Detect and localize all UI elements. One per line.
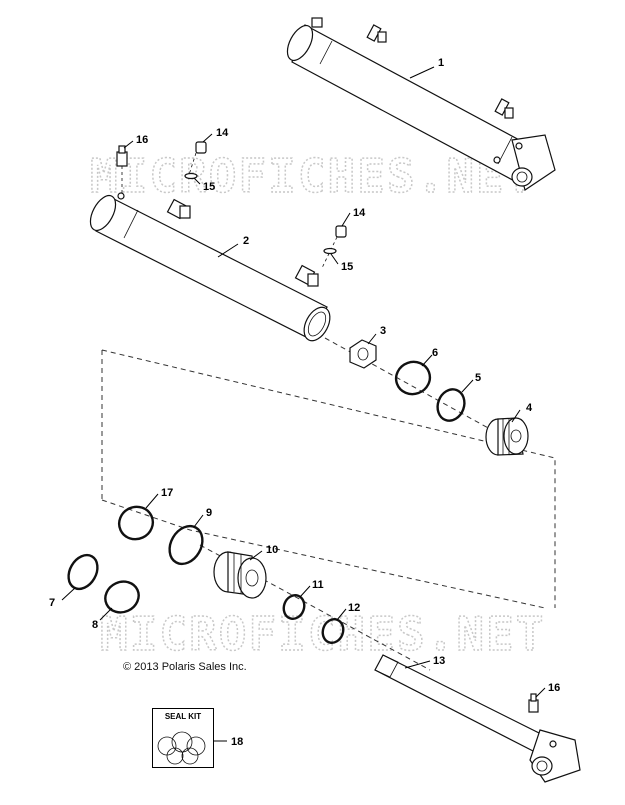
callout-11: 11 [312, 579, 324, 591]
callout-2: 2 [243, 235, 249, 247]
seal-kit-label: SEAL KIT [164, 712, 202, 721]
callout-15-mid: 15 [341, 261, 353, 273]
o-ring-15-mid [323, 247, 337, 255]
callout-8: 8 [92, 619, 98, 631]
callout-10: 10 [266, 544, 278, 556]
callout-7: 7 [49, 597, 55, 609]
callout-5: 5 [475, 372, 481, 384]
vent-plug-14-top [187, 141, 207, 179]
seal-ring-6 [394, 360, 432, 396]
backup-ring-17 [117, 505, 155, 541]
o-ring-7 [67, 553, 99, 591]
nut-3 [349, 339, 377, 369]
grease-fitting-16-bottom [528, 693, 539, 713]
leader-lines [61, 66, 546, 742]
o-ring-9 [168, 524, 204, 566]
callout-6: 6 [432, 347, 438, 359]
assembly-guide-line [101, 337, 556, 671]
copyright-text: © 2013 Polaris Sales Inc. [123, 661, 247, 673]
cylinder-assembly-1 [286, 17, 556, 191]
callout-4: 4 [526, 402, 533, 414]
callout-14-top: 14 [216, 127, 229, 139]
callout-16-bottom: 16 [548, 682, 560, 694]
callout-13: 13 [433, 655, 445, 667]
watermark-top: MICROFICHES.NET [90, 149, 535, 203]
backup-ring-8 [104, 580, 140, 614]
seal-kit-box: SEAL KIT [152, 708, 214, 768]
seal-kit-rings-18 [157, 731, 206, 765]
callout-15-top: 15 [203, 181, 215, 193]
cylinder-barrel-2 [89, 192, 331, 342]
callout-9: 9 [206, 507, 212, 519]
callout-1: 1 [438, 57, 444, 69]
piston-rod-13 [374, 654, 581, 783]
callout-18: 18 [231, 736, 243, 748]
callout-12: 12 [348, 602, 360, 614]
callout-14-mid: 14 [353, 207, 366, 219]
vent-plug-14-mid [321, 225, 347, 269]
o-ring-15-top [184, 172, 198, 180]
o-ring-5 [436, 388, 466, 422]
callout-16-top: 16 [136, 134, 148, 146]
callout-17: 17 [161, 487, 173, 499]
callout-3: 3 [380, 325, 386, 337]
wiper-11 [282, 594, 306, 620]
grease-fitting-16-top [116, 145, 128, 194]
gland-10 [213, 551, 267, 599]
piston-4 [485, 417, 529, 456]
